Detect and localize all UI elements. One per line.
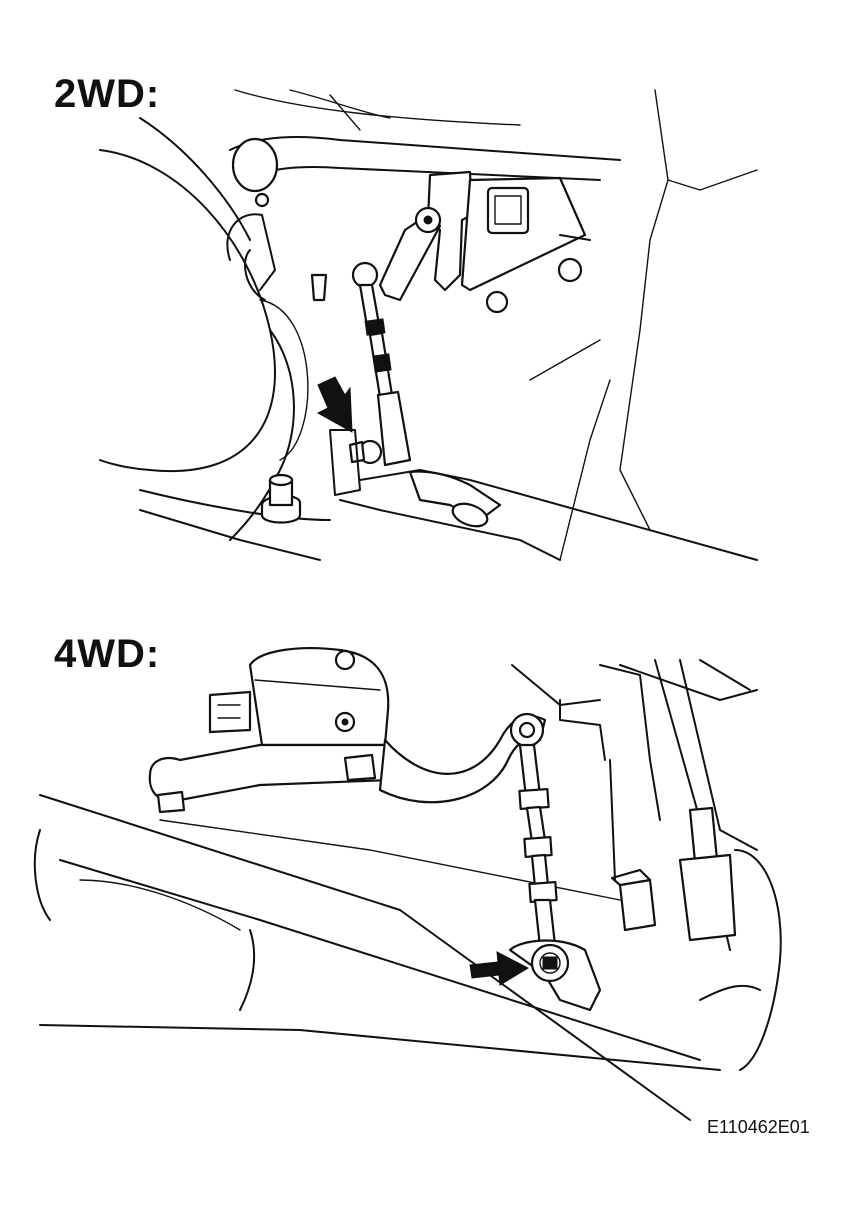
diagram-2wd xyxy=(99,89,758,561)
label-2wd: 2WD: xyxy=(54,72,161,116)
label-4wd: 4WD: xyxy=(54,632,161,676)
arrow-icon xyxy=(469,951,530,986)
diagram-4wd xyxy=(33,647,782,1121)
arrow-icon xyxy=(316,376,353,433)
figure-code: E110462E01 xyxy=(707,1117,810,1137)
